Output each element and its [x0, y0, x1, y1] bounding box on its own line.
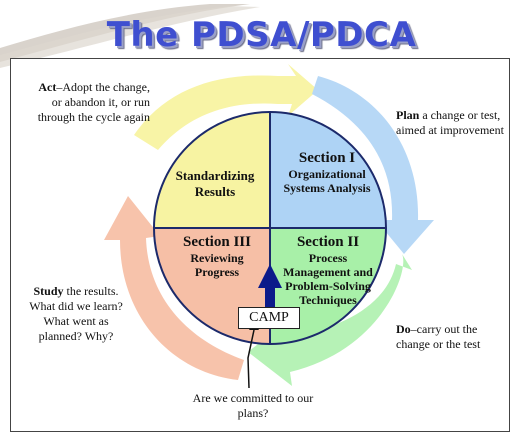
plan-arrow	[312, 76, 434, 254]
step-act-label: Act–Adopt the change, or abandon it, or …	[34, 80, 150, 125]
plan-keyword: Plan	[396, 108, 420, 122]
section-bottom-right-title: Section II	[296, 234, 360, 250]
section-bottom-right-subtitle: Process Management and Problem-Solving T…	[283, 251, 373, 307]
do-arrow	[248, 254, 412, 386]
study-arrow	[104, 196, 244, 380]
do-text: –carry out the change or the test	[396, 322, 481, 351]
study-keyword: Study	[33, 284, 64, 298]
section-quadrant-top-left	[154, 112, 270, 228]
section-bottom-right-label: Section II Process Management and Proble…	[276, 234, 380, 307]
section-top-right-subtitle: Organizational Systems Analysis	[283, 167, 371, 195]
step-study-label: Study the results. What did we learn? Wh…	[26, 284, 126, 344]
act-keyword: Act	[38, 80, 57, 94]
step-do-label: Do–carry out the change or the test	[396, 322, 496, 352]
section-bottom-left-title: Section III	[183, 234, 251, 250]
up-arrow-head	[258, 264, 282, 288]
section-bottom-left-label: Section III Reviewing Progress	[168, 234, 266, 279]
question-pointer-line	[247, 329, 255, 389]
section-top-right-label: Section I Organizational Systems Analysi…	[274, 150, 380, 195]
commitment-question: Are we committed to our plans?	[192, 391, 314, 420]
plan-text: a change or test, aimed at improvement	[396, 108, 504, 137]
step-plan-label: Plan a change or test, aimed at improvem…	[396, 108, 504, 138]
up-arrow-shaft	[265, 286, 275, 312]
section-quadrant-top-right	[270, 112, 386, 228]
page-title: The PDSA/PDCA	[106, 15, 417, 55]
act-arrow	[134, 64, 318, 150]
camp-box: CAMP	[238, 307, 300, 329]
section-bottom-left-subtitle: Reviewing Progress	[190, 251, 244, 279]
section-top-left-label: Standardizing Results	[164, 168, 266, 200]
do-keyword: Do	[396, 322, 411, 336]
section-top-left-subtitle: Standardizing Results	[175, 168, 255, 199]
study-text: the results. What did we learn? What wen…	[29, 284, 123, 343]
act-text: –Adopt the change, or abandon it, or run…	[37, 80, 150, 124]
section-top-right-title: Section I	[298, 150, 356, 166]
